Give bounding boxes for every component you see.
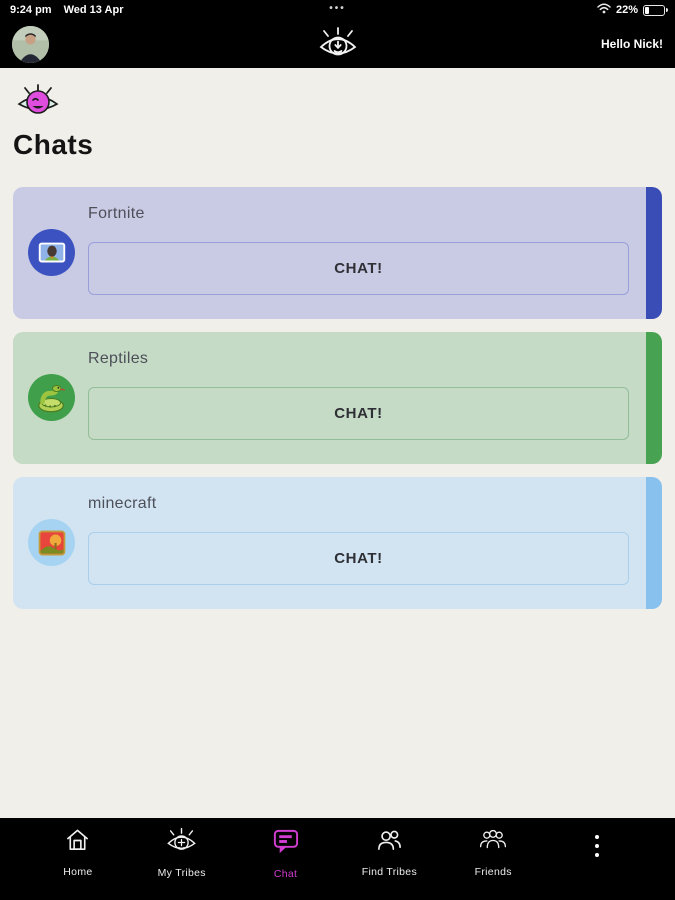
page-title: Chats	[13, 129, 94, 160]
person-on-screen-icon	[28, 229, 75, 276]
greeting-text: Hello Nick!	[600, 37, 663, 51]
nav-label: Find Tribes	[361, 866, 418, 878]
chat-button[interactable]: CHAT!	[88, 242, 629, 295]
nav-item-home[interactable]: Home	[26, 827, 130, 878]
chat-card-fortnite: Fortnite CHAT!	[13, 187, 662, 319]
status-date: Wed 13 Apr	[63, 4, 124, 16]
nav-label: My Tribes	[157, 867, 206, 879]
battery-percent: 22%	[615, 4, 638, 16]
framed-picture-icon	[28, 519, 75, 566]
more-menu-kebab-icon[interactable]	[545, 827, 649, 857]
nav-label: Home	[63, 866, 93, 878]
status-time: 9:24 pm	[10, 4, 52, 16]
card-accent-strip	[646, 187, 662, 319]
home-icon	[64, 827, 91, 859]
people-icon	[375, 827, 403, 859]
nav-item-chat[interactable]: Chat	[234, 827, 338, 880]
chat-name: Fortnite	[88, 205, 145, 222]
chats-eye-icon	[15, 82, 662, 125]
chat-card-minecraft: minecraft CHAT!	[13, 477, 662, 609]
app-header: Hello Nick!	[0, 20, 675, 68]
group-icon	[478, 827, 508, 859]
chat-button[interactable]: CHAT!	[88, 532, 629, 585]
snake-icon	[28, 374, 75, 421]
nav-item-my-tribes[interactable]: My Tribes	[130, 827, 234, 879]
chat-name: Reptiles	[88, 350, 149, 367]
chat-button[interactable]: CHAT!	[88, 387, 629, 440]
eye-icon	[165, 827, 198, 860]
battery-icon	[643, 4, 668, 16]
status-menu-dots: •••	[329, 3, 346, 14]
main-content: Chats Fortnite CHAT!	[0, 68, 675, 609]
chat-card-body: minecraft CHAT!	[13, 477, 646, 609]
chat-card-reptiles: Reptiles CHAT!	[13, 332, 662, 464]
chat-card-body: Reptiles CHAT!	[13, 332, 646, 464]
card-accent-strip	[646, 477, 662, 609]
chat-bubble-icon	[271, 827, 300, 861]
chat-name: minecraft	[88, 495, 157, 512]
nav-item-find-tribes[interactable]: Find Tribes	[337, 827, 441, 878]
nav-label: Chat	[273, 868, 298, 880]
nav-label: Friends	[474, 866, 512, 878]
wifi-icon	[597, 3, 611, 17]
bottom-nav: Home My Tribes	[0, 818, 675, 900]
card-accent-strip	[646, 332, 662, 464]
profile-avatar[interactable]	[12, 25, 49, 63]
chat-card-body: Fortnite CHAT!	[13, 187, 646, 319]
nav-item-friends[interactable]: Friends	[441, 827, 545, 878]
status-bar: 9:24 pm Wed 13 Apr ••• 22%	[0, 0, 675, 20]
app-logo-eye-icon	[317, 26, 359, 67]
